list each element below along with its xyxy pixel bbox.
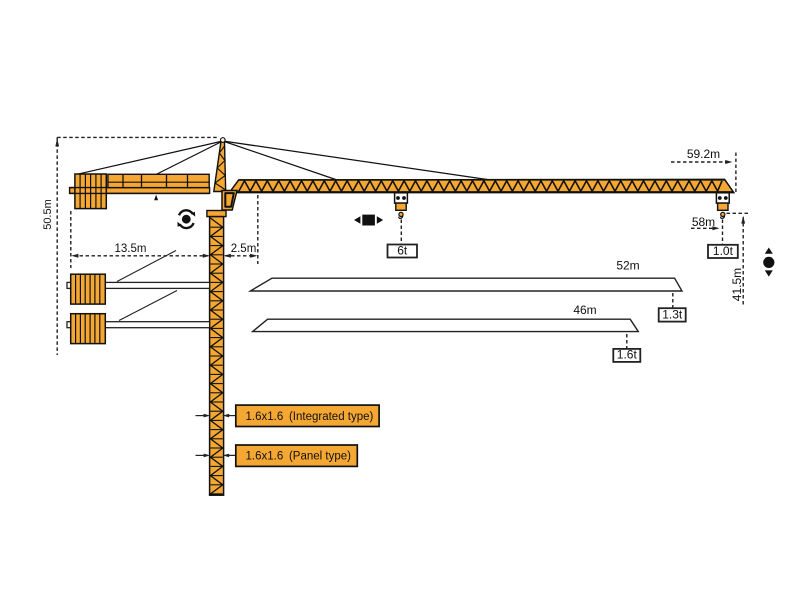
svg-text:1.0t: 1.0t [713,244,734,258]
svg-text:6t: 6t [397,243,408,257]
svg-text:1.6x1.6 (Integrated type): 1.6x1.6 (Integrated type) [246,411,374,423]
svg-text:59.2m: 59.2m [687,147,720,161]
svg-text:41.5m: 41.5m [730,268,744,301]
svg-text:46m: 46m [573,303,596,317]
svg-text:1.6t: 1.6t [617,348,638,362]
svg-text:52m: 52m [616,259,639,273]
svg-text:13.5m: 13.5m [115,243,147,255]
svg-text:1.6x1.6 (Panel type): 1.6x1.6 (Panel type) [246,451,352,463]
svg-text:1.3t: 1.3t [662,307,683,321]
svg-text:2.5m: 2.5m [231,243,257,255]
svg-text:50.5m: 50.5m [42,199,54,230]
svg-text:58m: 58m [692,215,715,229]
